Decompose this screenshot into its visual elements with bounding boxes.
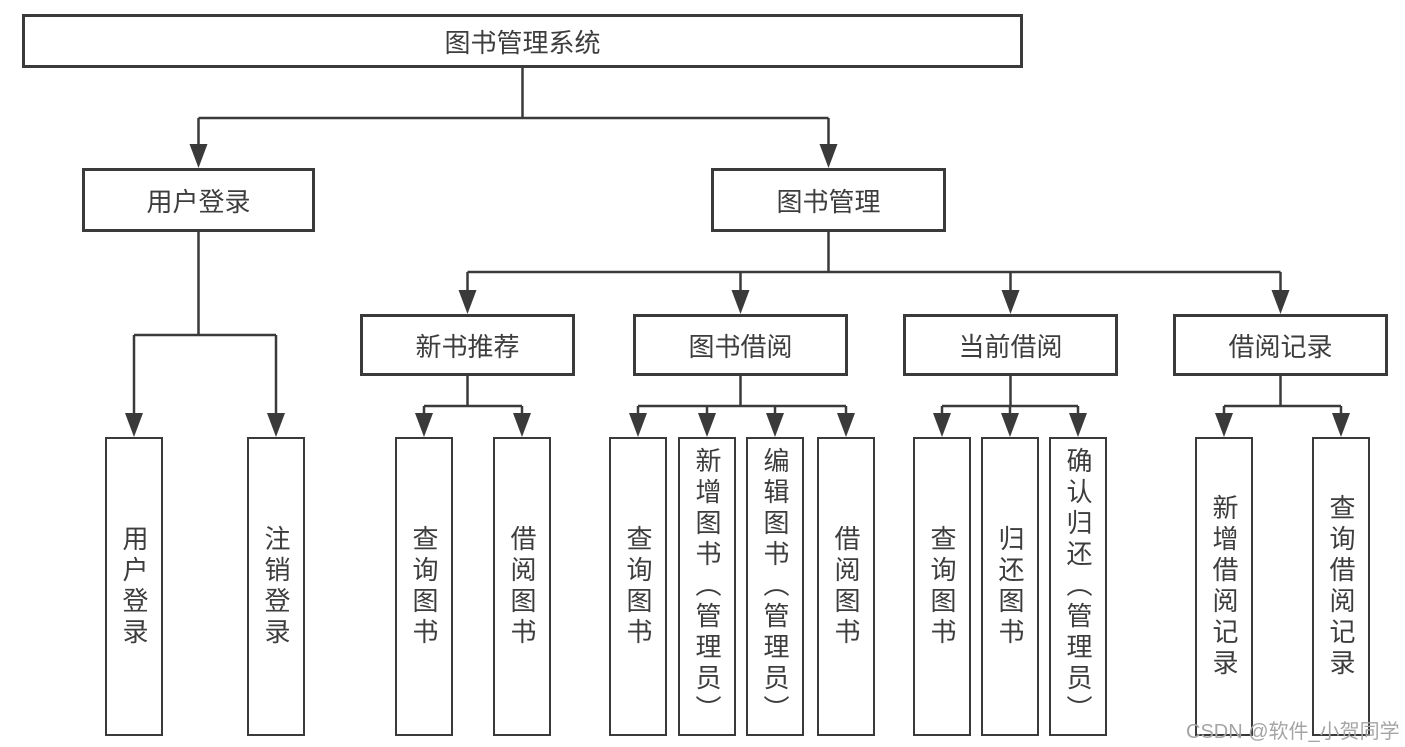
leaf-cb-query-books: 查询图书 bbox=[913, 437, 971, 736]
arrowhead bbox=[1069, 413, 1087, 437]
leaf-label: 注销登录 bbox=[261, 524, 291, 649]
connector-borrow-records bbox=[1222, 376, 1343, 417]
leaf-nbr-borrow-books: 借阅图书 bbox=[493, 437, 551, 736]
arrowhead bbox=[125, 413, 143, 437]
connector-current-borrow bbox=[940, 376, 1080, 417]
leaf-cb-confirm-return-admin: 确认归还（管理员） bbox=[1049, 437, 1107, 736]
leaf-user-login: 用户登录 bbox=[105, 437, 163, 736]
leaf-label: 新增图书（管理员） bbox=[692, 447, 722, 726]
arrowhead bbox=[267, 413, 285, 437]
leaf-bb-query-books: 查询图书 bbox=[609, 437, 667, 736]
arrowhead bbox=[766, 413, 784, 437]
node-user-login: 用户登录 bbox=[82, 168, 315, 232]
connector-book-borrow bbox=[636, 376, 848, 417]
connector-book-management bbox=[466, 232, 1282, 294]
leaf-label: 归还图书 bbox=[995, 524, 1025, 649]
leaf-bb-borrow-books: 借阅图书 bbox=[817, 437, 875, 736]
leaf-label: 查询图书 bbox=[927, 524, 957, 649]
arrowhead bbox=[1271, 290, 1290, 314]
node-book-borrow: 图书借阅 bbox=[633, 314, 848, 376]
leaf-label: 查询借阅记录 bbox=[1326, 493, 1356, 680]
arrowhead bbox=[1001, 413, 1019, 437]
node-book-management: 图书管理 bbox=[711, 168, 946, 232]
leaf-cb-return-books: 归还图书 bbox=[981, 437, 1039, 736]
arrowhead bbox=[513, 413, 531, 437]
leaf-label: 编辑图书（管理员） bbox=[760, 447, 790, 726]
leaf-nbr-query-books: 查询图书 bbox=[395, 437, 453, 736]
leaf-label: 查询图书 bbox=[409, 524, 439, 649]
node-new-book-recommend: 新书推荐 bbox=[360, 314, 575, 376]
arrowhead bbox=[698, 413, 716, 437]
node-root-system: 图书管理系统 bbox=[22, 14, 1023, 68]
arrowhead bbox=[1001, 290, 1020, 314]
arrowhead bbox=[1332, 413, 1350, 437]
leaf-bb-add-books-admin: 新增图书（管理员） bbox=[678, 437, 736, 736]
leaf-label: 确认归还（管理员） bbox=[1063, 447, 1093, 726]
arrowhead bbox=[629, 413, 647, 437]
arrowhead bbox=[837, 413, 855, 437]
arrowhead bbox=[933, 413, 951, 437]
arrowhead bbox=[1215, 413, 1233, 437]
arrowhead bbox=[189, 144, 208, 168]
node-borrow-records: 借阅记录 bbox=[1173, 314, 1388, 376]
leaf-label: 查询图书 bbox=[623, 524, 653, 649]
leaf-label: 用户登录 bbox=[119, 524, 149, 649]
arrowhead bbox=[458, 290, 477, 314]
connector-user-login bbox=[132, 232, 278, 417]
arrowhead bbox=[731, 290, 750, 314]
connector-new-book-recommend bbox=[422, 376, 524, 417]
leaf-label: 新增借阅记录 bbox=[1209, 493, 1239, 680]
connector-root bbox=[197, 68, 830, 148]
arrowhead bbox=[415, 413, 433, 437]
watermark: CSDN @软件_小贺同学 bbox=[1186, 721, 1400, 743]
leaf-bb-edit-books-admin: 编辑图书（管理员） bbox=[746, 437, 804, 736]
leaf-logout-login: 注销登录 bbox=[247, 437, 305, 736]
leaf-br-add-record: 新增借阅记录 bbox=[1195, 437, 1253, 736]
arrowhead bbox=[819, 144, 838, 168]
leaf-label: 借阅图书 bbox=[831, 524, 861, 649]
node-current-borrow: 当前借阅 bbox=[903, 314, 1118, 376]
leaf-label: 借阅图书 bbox=[507, 524, 537, 649]
leaf-br-query-record: 查询借阅记录 bbox=[1312, 437, 1370, 736]
